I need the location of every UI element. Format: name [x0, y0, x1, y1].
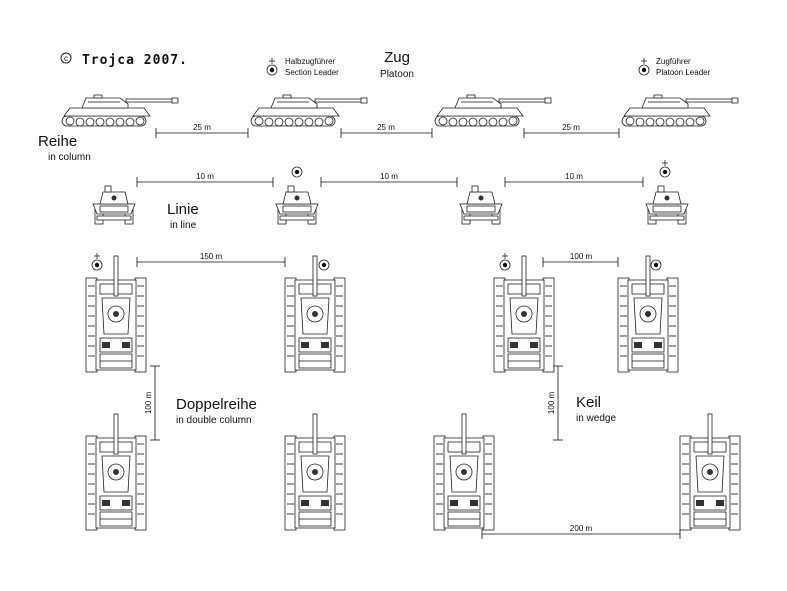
- doppelreihe-subtitle: in double column: [176, 415, 252, 426]
- linie-subtitle: in line: [170, 220, 197, 231]
- distance-label: 200 m: [570, 524, 593, 533]
- platoon-leader-de: Zugführer: [656, 57, 691, 66]
- platoon-leader-icon: [91, 252, 103, 271]
- tank-front-1: [92, 185, 136, 225]
- formation-reihe: Reihe in column 25 m 25 m 25 m: [38, 94, 739, 163]
- formation-keil: 100 m 100 m Keil in wedge 200 m: [433, 252, 741, 539]
- platoon-leader-icon: [659, 159, 671, 178]
- section-leader-icon: [291, 166, 303, 178]
- doppelreihe-title: Doppelreihe: [176, 396, 257, 413]
- tank-side-3: [434, 94, 552, 127]
- distance-label: 100 m: [547, 392, 556, 415]
- section-leader-icon: [318, 259, 330, 271]
- distance-label: 25 m: [377, 123, 395, 132]
- distance-label: 10 m: [565, 172, 583, 181]
- distance-label: 25 m: [562, 123, 580, 132]
- tank-front-3: [459, 185, 503, 225]
- keil-title: Keil: [576, 394, 601, 411]
- formation-linie: Linie in line 10 m 10 m 10 m: [92, 159, 689, 231]
- keil-subtitle: in wedge: [576, 413, 616, 424]
- linie-title: Linie: [167, 201, 199, 218]
- section-leader-en: Section Leader: [285, 68, 339, 77]
- tank-side-2: [250, 94, 368, 127]
- formation-doppelreihe: 150 m 100 m Doppelreihe in double column: [85, 252, 346, 531]
- section-leader-icon: [650, 259, 662, 271]
- tank-top-8: [679, 413, 741, 531]
- tank-top-5: [493, 255, 555, 373]
- tank-top-7: [433, 413, 495, 531]
- tank-side-1: [61, 94, 179, 127]
- copyright-mark: c: [64, 54, 68, 63]
- tank-top-4: [284, 413, 346, 531]
- distance-label: 150 m: [200, 252, 223, 261]
- platoon-subtitle: Platoon: [380, 69, 414, 80]
- tank-top-2: [284, 255, 346, 373]
- tank-top-3: [85, 413, 147, 531]
- distance-label: 25 m: [193, 123, 211, 132]
- tank-front-2: [275, 185, 319, 225]
- tank-front-4: [645, 185, 689, 225]
- distance-label: 100 m: [570, 252, 593, 261]
- distance-label: 10 m: [380, 172, 398, 181]
- reihe-subtitle: in column: [48, 152, 91, 163]
- zug-title: Zug: [384, 49, 410, 66]
- platoon-leader-icon: [638, 57, 650, 76]
- platoon-leader-icon: [499, 252, 511, 271]
- platoon-leader-en: Platoon Leader: [656, 68, 711, 77]
- tank-top-6: [617, 255, 679, 373]
- distance-label: 100 m: [144, 392, 153, 415]
- tank-side-4: [621, 94, 739, 127]
- logo-text: Trojca 2007.: [82, 53, 188, 68]
- section-leader-de: Halbzugführer: [285, 57, 336, 66]
- tank-top-1: [85, 255, 147, 373]
- reihe-title: Reihe: [38, 133, 77, 150]
- logo: c Trojca 2007.: [60, 52, 188, 68]
- section-leader-icon: [266, 57, 278, 76]
- distance-label: 10 m: [196, 172, 214, 181]
- copyright-icon: [60, 52, 72, 64]
